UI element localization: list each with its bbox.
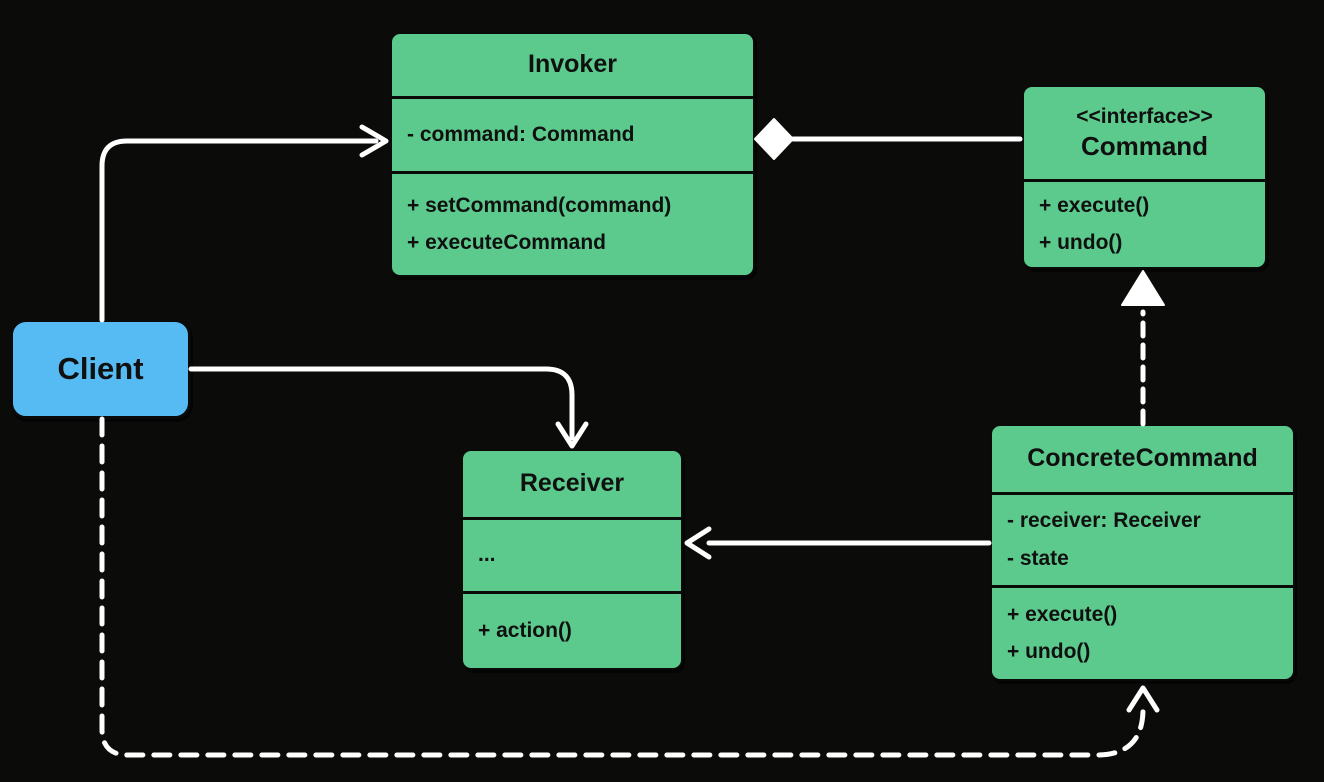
attribute-line: ... (478, 543, 496, 567)
attribute-line: - command: Command (407, 122, 635, 146)
class-invoker-title: Invoker (392, 34, 753, 96)
method-line: + execute() (1007, 602, 1118, 626)
aggregation-diamond-icon (754, 118, 794, 160)
open-arrowhead-into-concretecommand-bottom-icon (1126, 685, 1160, 713)
open-arrowhead-into-invoker-icon (359, 124, 389, 158)
class-receiver: Receiver ... + action() (461, 449, 683, 670)
edge-client-invoker (99, 138, 379, 323)
class-command-methods: + execute() + undo() (1024, 179, 1265, 267)
class-title-text: Invoker (528, 50, 617, 79)
class-concrete-command-attributes: - receiver: Receiver - state (992, 492, 1293, 585)
class-concrete-command-title: ConcreteCommand (992, 426, 1293, 492)
method-line: + action() (478, 618, 572, 642)
attribute-line: - state (1007, 546, 1069, 570)
method-line: + setCommand(command) (407, 193, 672, 217)
class-receiver-attributes: ... (463, 517, 681, 591)
realization-triangle-icon (1121, 270, 1165, 306)
open-arrowhead-into-receiver-right-icon (684, 526, 712, 560)
method-line: + undo() (1039, 231, 1123, 254)
class-receiver-title: Receiver (463, 451, 681, 517)
class-title-text: Client (57, 351, 144, 386)
interface-stereotype-text: <<interface>> (1076, 104, 1213, 128)
method-line: + executeCommand (407, 231, 606, 254)
class-receiver-methods: + action() (463, 591, 681, 668)
class-title-text: Command (1080, 130, 1209, 161)
class-invoker-attributes: - command: Command (392, 96, 753, 171)
class-title-text: Receiver (519, 469, 625, 498)
method-line: + execute() (1039, 193, 1150, 217)
class-client: Client (10, 319, 191, 419)
class-concrete-command: ConcreteCommand - receiver: Receiver - s… (990, 424, 1295, 681)
class-command-interface: <<interface>> Command + execute() + undo… (1022, 85, 1267, 269)
class-command-title: <<interface>> Command (1024, 87, 1265, 179)
class-invoker: Invoker - command: Command + setCommand(… (390, 32, 755, 277)
class-title-text: ConcreteCommand (1027, 444, 1258, 473)
edge-client-receiver (188, 366, 575, 441)
attribute-line: - receiver: Receiver (1007, 509, 1201, 533)
class-invoker-methods: + setCommand(command) + executeCommand (392, 171, 753, 275)
class-concrete-command-methods: + execute() + undo() (992, 585, 1293, 679)
method-line: + undo() (1007, 640, 1091, 663)
open-arrowhead-into-receiver-top-icon (555, 421, 589, 449)
